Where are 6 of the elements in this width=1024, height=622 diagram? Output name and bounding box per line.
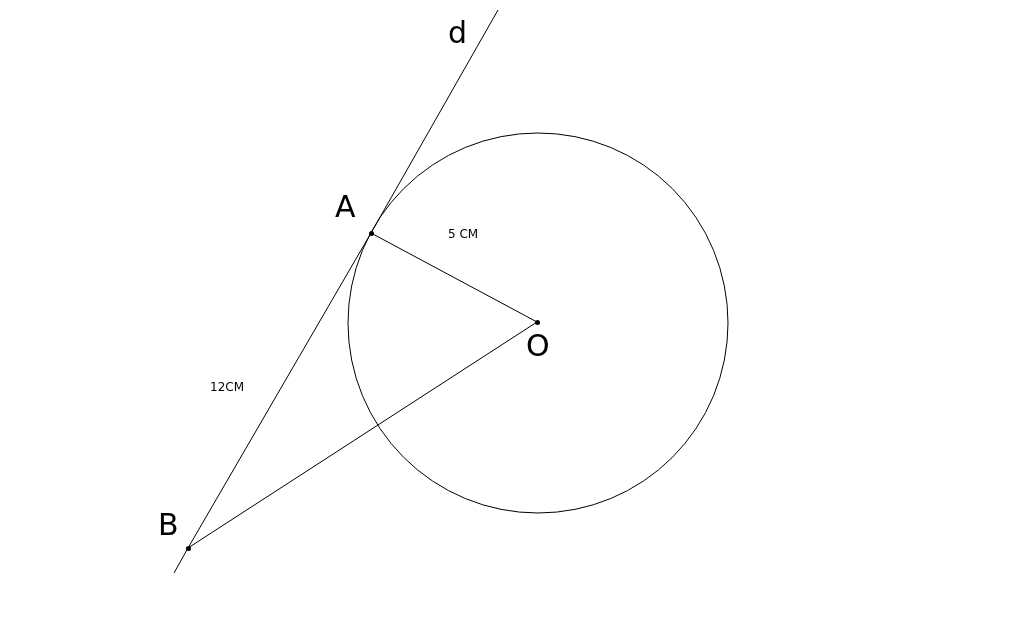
length-label: 5 CM <box>447 227 480 241</box>
length-label: 12CM <box>209 380 245 394</box>
point-label: O <box>526 317 552 361</box>
line-name: d <box>448 18 468 48</box>
point-label: B <box>158 508 193 552</box>
point-label: A <box>333 190 375 236</box>
